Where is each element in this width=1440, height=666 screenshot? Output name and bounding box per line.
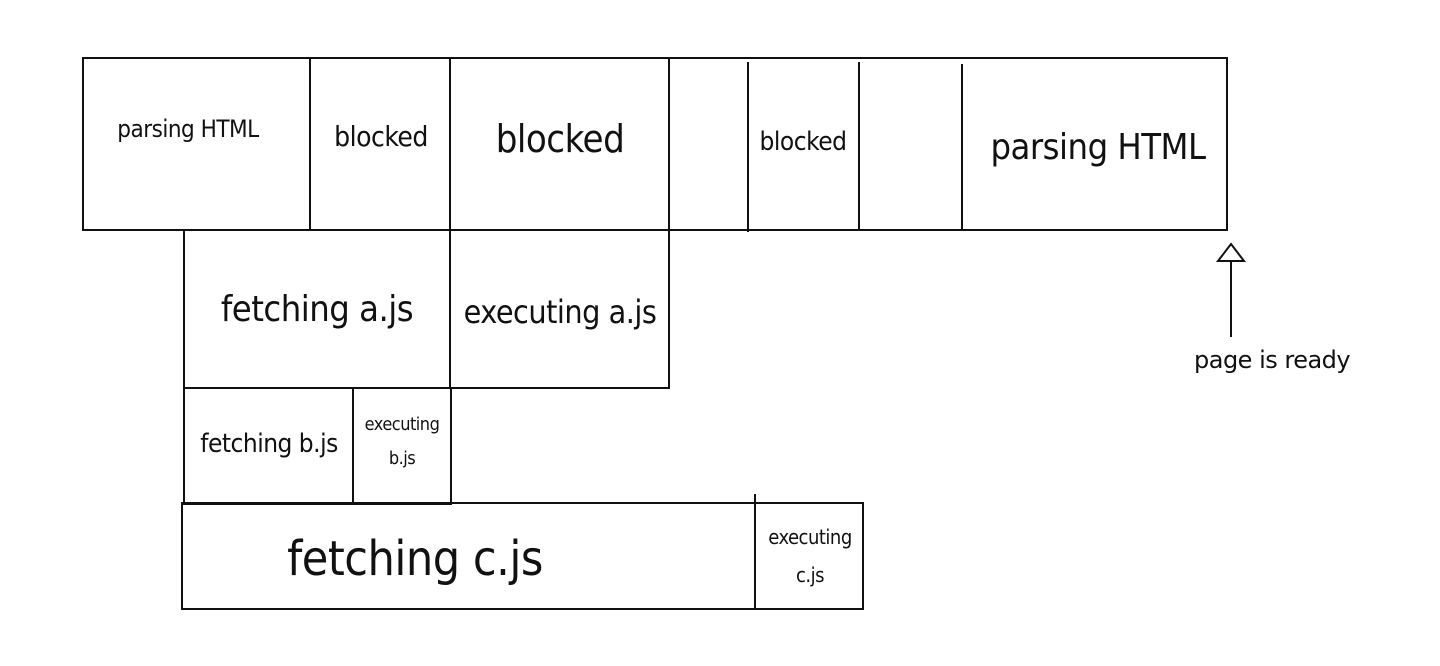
executing-b-js-label: executing b.js (364, 413, 440, 469)
blocked-label-1: blocked (334, 119, 428, 153)
ready-arrow-head (1215, 242, 1247, 262)
parsing-html-label-2: parsing HTML (990, 127, 1206, 169)
page-is-ready-label: page is ready (1194, 346, 1351, 374)
parsing-html-label-1: parsing HTML (117, 115, 259, 144)
fetching-b-js-label: fetching b.js (200, 429, 338, 460)
executing-a-js-label: executing a.js (463, 292, 657, 331)
blocked-label-3: blocked (759, 127, 847, 158)
blocked-label-2: blocked (495, 117, 625, 162)
fetching-c-js-label: fetching c.js (287, 531, 543, 588)
fetching-a-js-label: fetching a.js (220, 289, 414, 331)
c-js-row (181, 502, 864, 610)
executing-c-js-label: executing c.js (768, 525, 852, 587)
b-js-row (183, 387, 452, 505)
